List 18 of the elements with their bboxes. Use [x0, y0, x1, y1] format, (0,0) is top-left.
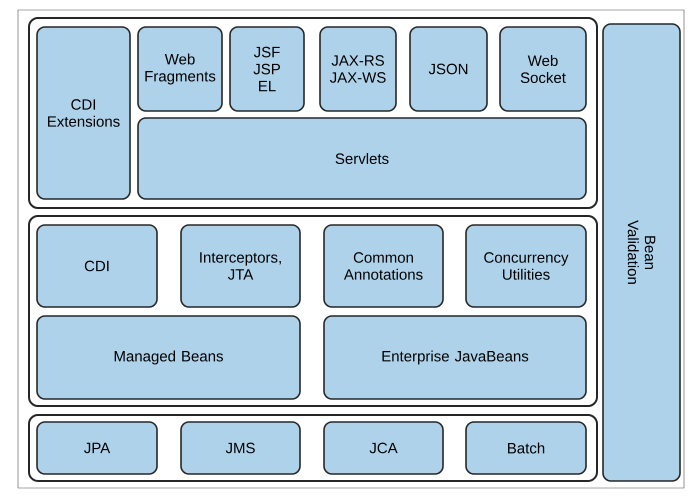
component-box: CDI Extensions — [36, 26, 131, 200]
component-box: JMS — [180, 421, 301, 475]
component-box: Enterprise JavaBeans — [323, 315, 587, 400]
component-box: JCA — [323, 421, 444, 475]
component-box: JPA — [36, 421, 158, 475]
component-box: JAX-RS JAX-WS — [319, 26, 397, 112]
component-box: Web Fragments — [137, 26, 223, 112]
component-box: Batch — [465, 421, 587, 475]
component-box: JSON — [409, 26, 488, 112]
component-box: Bean Validation — [602, 23, 681, 482]
component-box: Concurrency Utilities — [465, 224, 587, 308]
component-box: Web Socket — [499, 26, 587, 112]
component-box: JSF JSP EL — [229, 26, 305, 112]
component-box: Common Annotations — [323, 224, 444, 308]
component-box: Servlets — [137, 117, 587, 200]
component-box: CDI — [36, 224, 158, 308]
component-box: Interceptors, JTA — [180, 224, 301, 308]
component-box: Managed Beans — [36, 315, 301, 400]
